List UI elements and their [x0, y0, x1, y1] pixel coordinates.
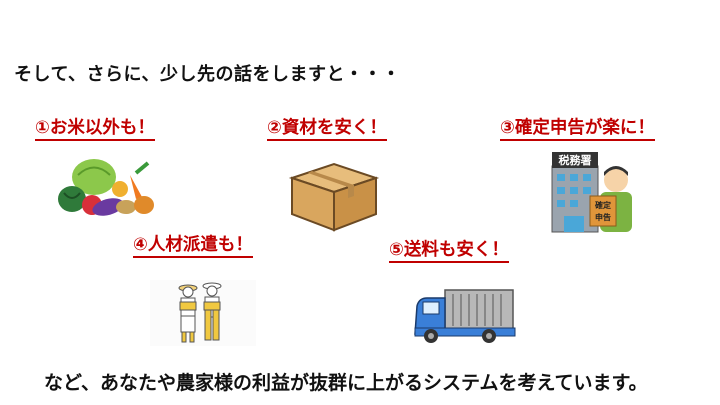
cardboard-box-illustration: [288, 162, 380, 232]
farm-workers-illustration: [150, 280, 256, 346]
benefit-heading-3: ③確定申告が楽に！: [500, 117, 655, 141]
tax-office-illustration: 税務署 確定 申告: [551, 152, 632, 233]
intro-text: そして、さらに、少し先の話をしますと・・・: [14, 64, 401, 85]
delivery-truck-illustration: [414, 289, 516, 343]
benefit-heading-5: ⑤送料も安く！: [389, 239, 509, 263]
svg-text:申告: 申告: [595, 212, 611, 222]
benefit-heading-4: ④人材派遣も！: [133, 234, 253, 258]
tax-office-sign: 税務署: [559, 153, 592, 167]
tax-form-text: 確定: [595, 200, 611, 210]
outro-text: など、あなたや農家様の利益が抜群に上がるシステムを考えています。: [44, 372, 648, 394]
vegetables-illustration: [58, 159, 154, 216]
benefit-heading-2: ②資材を安く！: [267, 117, 387, 141]
benefit-heading-1: ①お米以外も！: [35, 117, 155, 141]
